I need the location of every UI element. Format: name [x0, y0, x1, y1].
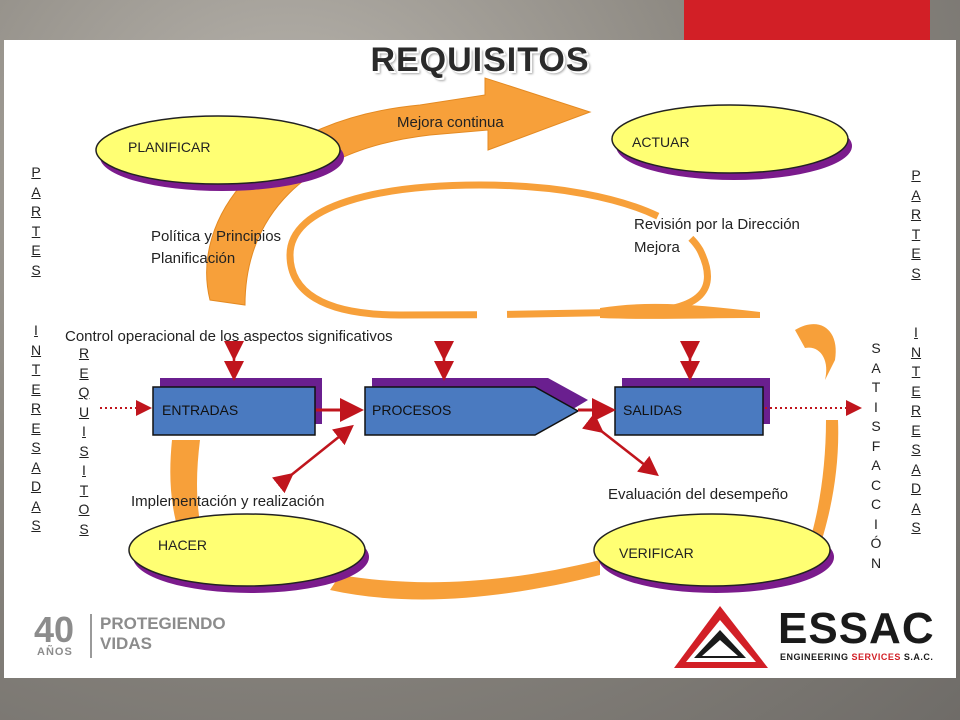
left-partes-vertical: P A R T E S: [30, 164, 42, 278]
mejora-label: Mejora: [634, 239, 680, 256]
anniversary-line1: PROTEGIENDO: [100, 614, 226, 633]
procesos-label: PROCESOS: [372, 402, 452, 418]
verificar-procesos-arrow: [582, 412, 659, 477]
cycle-arrow-right-lower: [805, 420, 839, 560]
politica-label: Política y Principios: [151, 228, 282, 245]
hacer-label: HACER: [158, 537, 208, 553]
cycle-arrow-right-fragment: [600, 303, 760, 319]
salidas-label: SALIDAS: [623, 402, 683, 418]
left-interesadas-vertical: I N T E R E S A D A S: [30, 322, 42, 533]
company-logo-name: ESSAC: [778, 604, 935, 653]
anniversary-divider: [90, 614, 92, 658]
mejora-continua-label: Mejora continua: [397, 114, 504, 131]
right-interesadas-vertical: I N T E R E S A D A S: [910, 324, 922, 535]
verificar-label: VERIFICAR: [619, 545, 694, 561]
company-sub-services: SERVICES: [851, 652, 901, 662]
hacer-procesos-arrow: [272, 424, 354, 494]
company-sub-engineering: ENGINEERING: [780, 652, 849, 662]
anniversary-years: AÑOS: [37, 646, 73, 658]
page-title: REQUISITOS: [370, 41, 590, 79]
entradas-box: [152, 386, 316, 436]
right-partes-vertical: P A R T E S: [910, 167, 922, 281]
planificar-label: PLANIFICAR: [128, 139, 211, 155]
anniversary-number: 40: [34, 609, 75, 650]
implementacion-label: Implementación y realización: [131, 493, 325, 510]
anniversary-tagline: PROTEGIENDO VIDAS: [100, 614, 226, 654]
revision-label: Revisión por la Dirección: [634, 216, 800, 233]
hacer-oval: [128, 513, 366, 587]
company-sub-sac: S.A.C.: [903, 652, 934, 662]
cycle-arrow-top: [206, 77, 592, 306]
planificar-oval: [95, 115, 341, 185]
requisitos-vertical: R E Q U I S I T O S: [78, 345, 90, 537]
satisfaccion-vertical: S A T I S F A C C I Ó N: [870, 340, 882, 571]
anniversary-line2: VIDAS: [100, 634, 152, 653]
verificar-oval: [593, 513, 831, 587]
actuar-label: ACTUAR: [632, 134, 690, 150]
cycle-arrow-bottom: [330, 560, 600, 600]
company-logo-subtitle: ENGINEERING SERVICES S.A.C.: [780, 652, 933, 662]
evaluacion-label: Evaluación del desempeño: [608, 486, 789, 503]
cycle-arrow-right-hook: [795, 324, 836, 380]
top-accent-bar: [684, 0, 930, 40]
planificacion-label: Planificación: [151, 250, 236, 267]
cycle-ring: [286, 181, 711, 319]
control-operacional-label: Control operacional de los aspectos sign…: [65, 328, 393, 345]
essac-logo-mark: [674, 606, 768, 668]
procesos-box: [364, 386, 580, 436]
actuar-oval: [611, 104, 849, 174]
entradas-label: ENTRADAS: [162, 402, 239, 418]
